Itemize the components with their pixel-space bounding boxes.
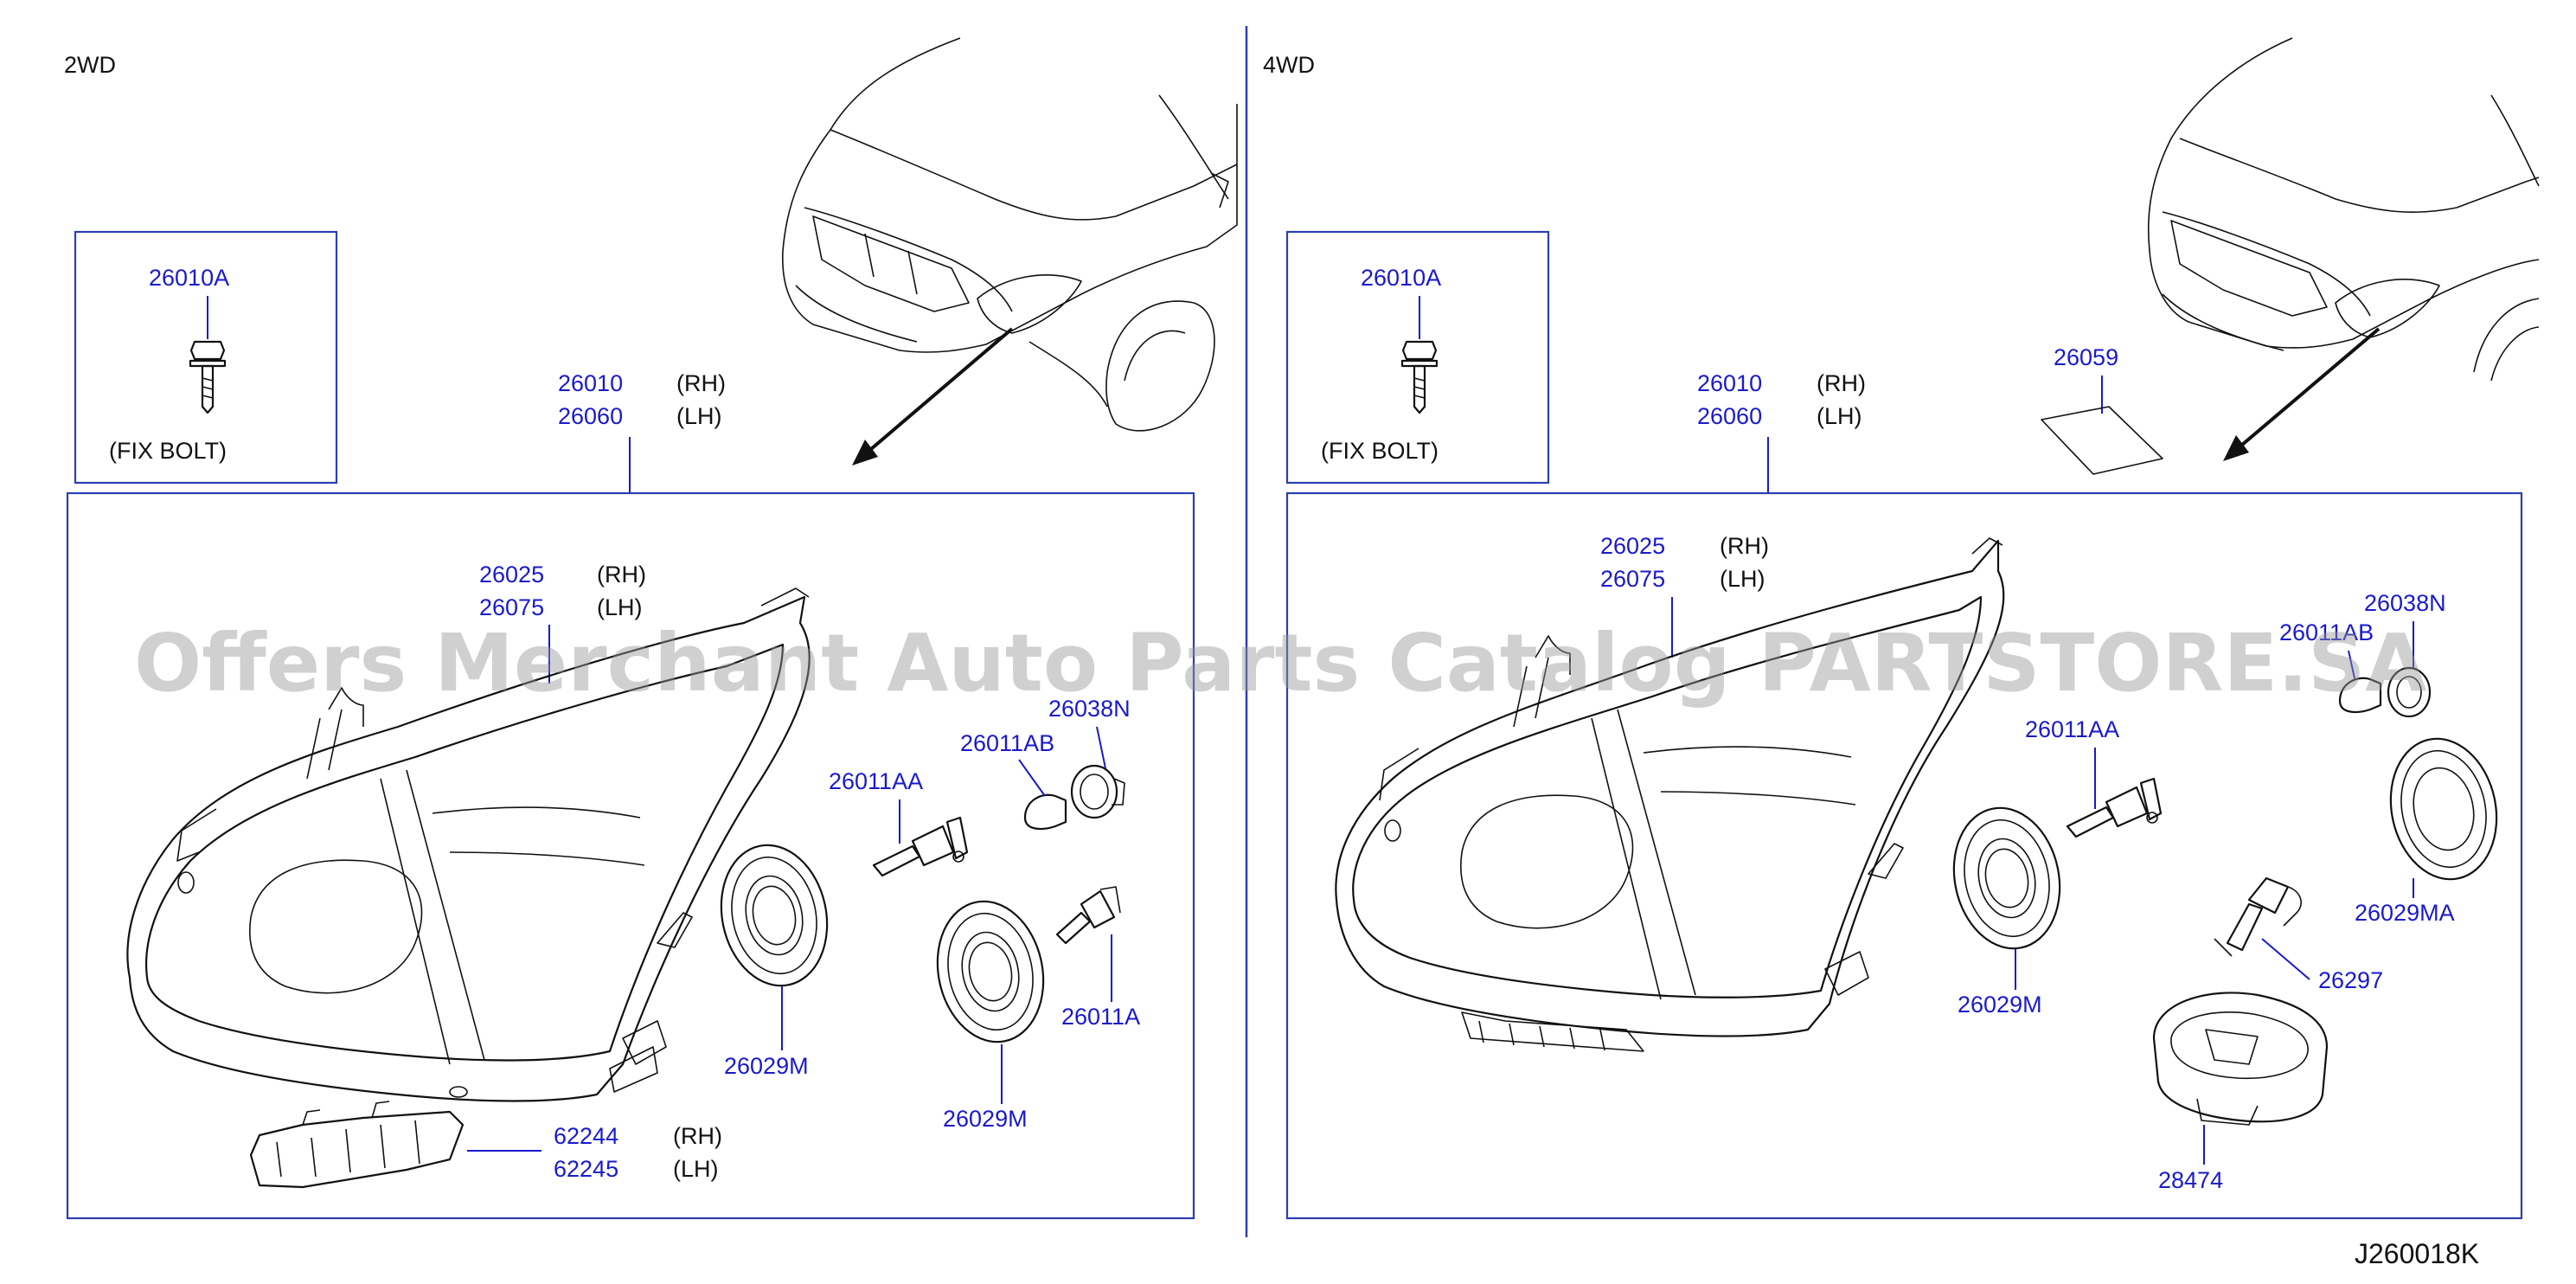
side-lh-label: (LH) [1817, 403, 1862, 429]
part-number-26029M[interactable]: 26029M [943, 1106, 1028, 1132]
panel-2wd: 2WD 26010A (FIX BOLT) [64, 37, 1238, 1220]
part-number-62245[interactable]: 62245 [554, 1156, 618, 1182]
panel-header-2wd: 2WD [64, 52, 116, 78]
fix-bolt-label: (FIX BOLT) [109, 438, 227, 464]
part-number-26038N[interactable]: 26038N [2364, 590, 2446, 616]
bolt-icon [1400, 340, 1439, 414]
seal-26029M-illustration [1952, 806, 2061, 950]
part-number-62244[interactable]: 62244 [554, 1123, 618, 1149]
part-number-26075[interactable]: 26075 [479, 594, 544, 620]
fix-bolt-box [1285, 230, 1550, 485]
part-number-26010[interactable]: 26010 [558, 370, 623, 396]
side-rh-label: (RH) [673, 1123, 722, 1149]
part-number-26060[interactable]: 26060 [558, 403, 623, 429]
watermark-text: Offers Merchant Auto Parts Catalog PARTS… [134, 617, 2427, 709]
side-rh-label: (RH) [1720, 533, 1769, 559]
side-lh-label: (LH) [1720, 566, 1765, 592]
part-number-26011AB[interactable]: 26011AB [960, 730, 1054, 756]
socket-26038N-illustration [1070, 764, 1125, 819]
part-number-26010A[interactable]: 26010A [149, 265, 229, 291]
part-number-26029M[interactable]: 26029M [1958, 992, 2042, 1018]
part-number-26029MA[interactable]: 26029MA [2355, 900, 2455, 926]
fix-bolt-label: (FIX BOLT) [1321, 438, 1439, 464]
socket-26038N-illustration [2338, 666, 2432, 718]
part-number-26011AB-partial[interactable]: 26011AB [2279, 620, 2374, 645]
seal-26029M-a-illustration [720, 844, 829, 987]
panel-4wd: 4WD 26010A (FIX BOLT) 26059 [1263, 37, 2540, 1220]
bracket-62244-illustration [249, 1101, 465, 1189]
part-number-26075[interactable]: 26075 [1600, 566, 1665, 592]
diagram-code: J260018K [2355, 1238, 2479, 1269]
bulb-26011AB-illustration [1023, 793, 1067, 831]
side-rh-label: (RH) [1817, 370, 1866, 396]
side-lh-label: (LH) [676, 403, 722, 429]
part-number-26297[interactable]: 26297 [2318, 967, 2383, 993]
part-number-26029M[interactable]: 26029M [724, 1053, 809, 1079]
part-number-26011A[interactable]: 26011A [1061, 1004, 1140, 1030]
bulb-26011AA-illustration [2066, 777, 2163, 838]
part-number-26025[interactable]: 26025 [479, 562, 544, 587]
ballast-28474-illustration [2152, 992, 2329, 1126]
part-number-26011AA[interactable]: 26011AA [2025, 716, 2119, 742]
bolt-icon [189, 340, 227, 414]
headlamp-assembly-box [66, 491, 1195, 1220]
panel-header-4wd: 4WD [1263, 52, 1315, 78]
fix-bolt-box [74, 230, 338, 485]
side-lh-label: (LH) [597, 594, 643, 620]
vehicle-front-illustration [782, 37, 1238, 465]
vehicle-front-illustration [2147, 37, 2540, 461]
seal-26029M-b-illustration [936, 900, 1045, 1043]
part-number-26010[interactable]: 26010 [1697, 370, 1762, 396]
part-number-28474[interactable]: 28474 [2158, 1167, 2223, 1193]
side-rh-label: (RH) [676, 370, 726, 396]
bulb-26011A-illustration [1055, 886, 1121, 945]
side-rh-label: (RH) [597, 562, 646, 587]
headlamp-assembly-box [1285, 491, 2523, 1220]
headlamp-housing-illustration [126, 587, 811, 1102]
headlamp-housing-illustration [1335, 537, 2005, 1052]
part-number-26059[interactable]: 26059 [2054, 344, 2118, 370]
part-number-26011AA[interactable]: 26011AA [829, 768, 923, 794]
side-lh-label: (LH) [673, 1156, 719, 1182]
label-sticker-illustration [2041, 406, 2163, 475]
bulb-26297-illustration [2214, 876, 2302, 957]
part-number-26025[interactable]: 26025 [1600, 533, 1665, 559]
part-number-26060[interactable]: 26060 [1697, 403, 1762, 429]
seal-26029MA-illustration [2389, 737, 2498, 881]
bulb-26011AA-illustration [872, 816, 969, 877]
part-number-26010A[interactable]: 26010A [1361, 265, 1441, 291]
part-number-26038N[interactable]: 26038N [1048, 696, 1131, 722]
